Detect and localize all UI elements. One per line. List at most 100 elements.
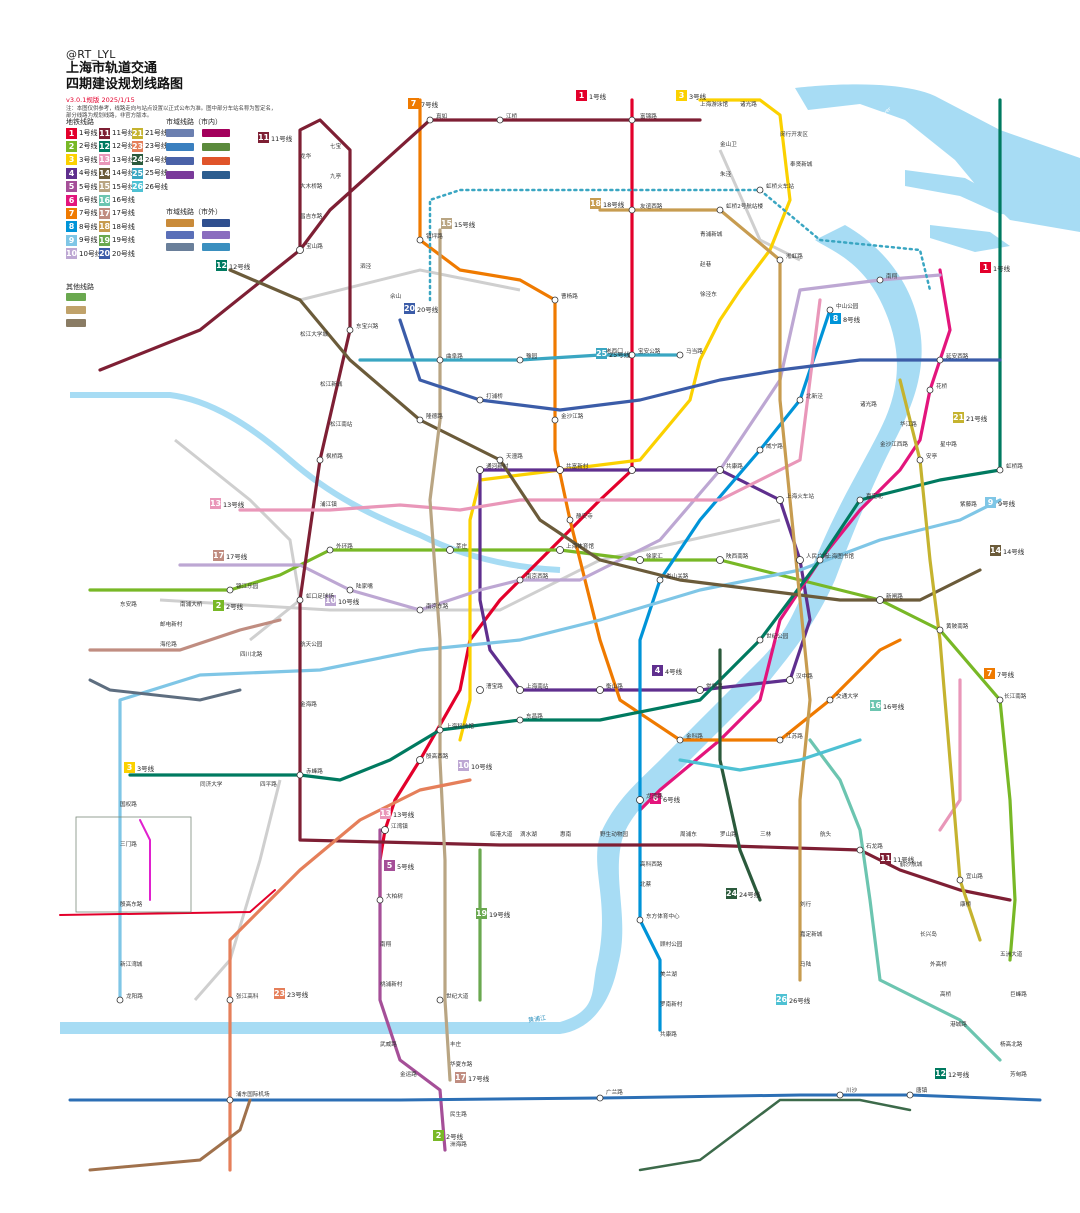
station-label: 四川北路 bbox=[240, 652, 263, 658]
station-label: 九亭 bbox=[330, 174, 342, 180]
legend-line-13-badge: 13 bbox=[98, 154, 111, 166]
station-label: 滴水湖 bbox=[520, 832, 537, 838]
line-20-badge: 20 bbox=[403, 303, 416, 314]
station-label: 金海路 bbox=[300, 702, 317, 708]
station-label: 共康路 bbox=[660, 1032, 677, 1038]
line-18 bbox=[598, 208, 812, 982]
station-label: 东方体育中心 bbox=[646, 914, 680, 920]
station-label: 莘庄 bbox=[456, 544, 468, 550]
suburban-line-brown bbox=[88, 1098, 252, 1172]
station-label: 天潼路 bbox=[506, 454, 523, 460]
map-title-block: @RT_LYL 上海市轨道交通 四期建设规划线路图 v3.0.1规版 2025/… bbox=[66, 48, 296, 120]
legend-suburban-in-pill bbox=[202, 171, 230, 179]
line-25-badge: 25 bbox=[595, 348, 608, 359]
station-label: 松江南站 bbox=[330, 422, 353, 428]
station-label: 漕宝路 bbox=[486, 684, 503, 690]
line-8-badge: 8 bbox=[830, 313, 841, 324]
station-label: 交通大学 bbox=[836, 694, 859, 700]
station-label: 诸光路 bbox=[740, 102, 757, 108]
line-5-tag: 5号线 bbox=[397, 863, 415, 871]
suburban-line-grey bbox=[88, 678, 242, 702]
station-label: 上海游泳馆 bbox=[700, 102, 728, 108]
line-7-badge: 7 bbox=[984, 668, 995, 679]
station-label: 殷高西路 bbox=[426, 754, 449, 760]
station-label: 奉贤新城 bbox=[790, 162, 813, 168]
station-label: 长兴岛 bbox=[920, 932, 937, 938]
legend-line-6-name: 6号线 bbox=[79, 196, 98, 204]
station-label: 石龙路 bbox=[866, 844, 883, 850]
line-2-tag: 2号线 bbox=[446, 1133, 464, 1141]
legend-suburban-out-pill bbox=[166, 219, 194, 227]
line-14-tag: 14号线 bbox=[1003, 548, 1025, 556]
legend-line-6-badge: 6 bbox=[66, 194, 77, 206]
yangtze-river bbox=[795, 84, 1080, 232]
legend-line-5-badge: 5 bbox=[66, 181, 77, 193]
station-label: 四平路 bbox=[260, 782, 277, 788]
station-label: 航头 bbox=[820, 832, 832, 838]
station-label: 三门路 bbox=[120, 842, 137, 848]
station-label: 花桥 bbox=[936, 384, 948, 390]
legend-suburban-in-pill bbox=[166, 171, 194, 179]
legend-line-14-name: 14号线 bbox=[112, 169, 135, 178]
legend-line-25-name: 25号线 bbox=[145, 169, 168, 178]
station-label: 五洲大道 bbox=[1000, 952, 1023, 958]
suburban-line-blue bbox=[68, 1093, 1042, 1102]
legend-line-5-name: 5号线 bbox=[79, 182, 98, 191]
station-label: 松江大学城 bbox=[300, 332, 328, 338]
line-14 bbox=[228, 268, 982, 602]
station-label: 龙阳路 bbox=[126, 994, 143, 1000]
station-label: 华夏东路 bbox=[450, 1062, 473, 1068]
station-label: 宝安公路 bbox=[638, 349, 661, 355]
station-label: 长江南路 bbox=[1004, 694, 1027, 700]
line-19-badge: 19 bbox=[475, 908, 488, 919]
station-label: 金山卫 bbox=[720, 142, 737, 148]
line-6-tag: 6号线 bbox=[663, 796, 681, 804]
station-label: 淞虹路 bbox=[786, 254, 803, 260]
station-label: 巨峰路 bbox=[1010, 992, 1027, 998]
yangtze-river-chongming bbox=[930, 225, 1010, 252]
legend-suburban-out-pill bbox=[202, 219, 230, 227]
station-label: 南翔 bbox=[380, 942, 392, 948]
station-label: 枫桥路 bbox=[326, 454, 343, 460]
legend-line-1-name: 1号线 bbox=[79, 129, 98, 137]
legend-other-pill bbox=[66, 319, 86, 327]
station-label: 国权路 bbox=[120, 802, 137, 808]
line-7-badge: 7 bbox=[408, 98, 419, 109]
station-label: 世纪大道 bbox=[446, 994, 469, 1000]
station-label: 嘉定新城 bbox=[800, 932, 823, 938]
station-label: 江湾镇 bbox=[391, 824, 408, 830]
station-label: 威宁路 bbox=[766, 444, 783, 450]
legend-line-15-name: 15号线 bbox=[112, 182, 135, 191]
station-label: 娄山关路 bbox=[666, 574, 689, 580]
legend-suburban-out-pill bbox=[166, 231, 194, 239]
station-label: 南浦大桥 bbox=[180, 602, 203, 608]
legend-line-15-badge: 15 bbox=[98, 181, 111, 193]
station-label: 华江路 bbox=[900, 422, 917, 428]
line-4-badge: 4 bbox=[652, 665, 663, 676]
line-5 bbox=[378, 828, 447, 1152]
line-15-badge: 15 bbox=[440, 218, 453, 229]
station-label: 航天公园 bbox=[300, 642, 323, 648]
station-label: 武威路 bbox=[380, 1042, 397, 1048]
legend-line-8-badge: 8 bbox=[66, 221, 77, 233]
station-label: 诸光路 bbox=[860, 402, 877, 408]
line-20-tag: 20号线 bbox=[417, 306, 439, 314]
line-5-badge: 5 bbox=[384, 860, 395, 871]
station-label: 共康路 bbox=[726, 464, 743, 470]
legend-line-23-name: 23号线 bbox=[145, 142, 168, 151]
station-label: 锦江乐园 bbox=[236, 584, 259, 590]
line-17-badge: 17 bbox=[454, 1072, 467, 1083]
station-label: 丰庄 bbox=[450, 1042, 462, 1048]
legend-line-21-name: 21号线 bbox=[145, 129, 168, 137]
line-12-badge: 12 bbox=[934, 1068, 947, 1079]
line-1-tag: 1号线 bbox=[589, 93, 607, 101]
legend-other-pill bbox=[66, 293, 86, 301]
line-16-tag: 16号线 bbox=[883, 703, 905, 711]
